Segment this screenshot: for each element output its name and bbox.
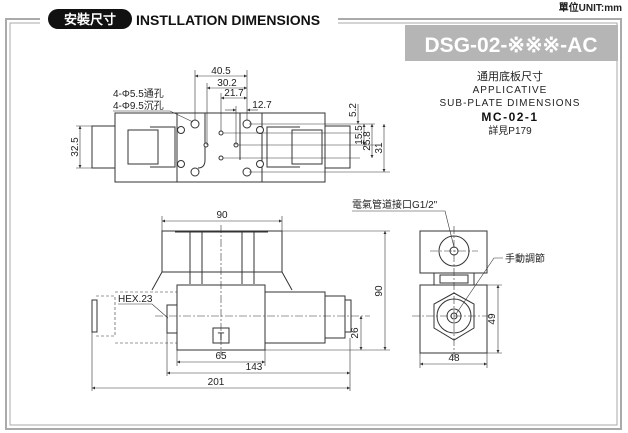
- subplate-title: 通用底板尺寸: [477, 69, 543, 83]
- dim-40-5: 40.5: [211, 66, 231, 77]
- dim-26: 26: [350, 327, 361, 339]
- dim-15-5: 15.5: [354, 125, 365, 145]
- header-title: INSTLLATION DIMENSIONS: [136, 12, 320, 28]
- dim-48: 48: [448, 353, 460, 364]
- model-title: DSG-02-※※※-AC: [425, 34, 598, 57]
- dim-32-5: 32.5: [70, 137, 81, 157]
- subplate-line2: SUB-PLATE DIMENSIONS: [440, 98, 581, 109]
- subplate-model: MC-02-1: [481, 110, 538, 124]
- hole-label-counterbore: 4-Φ9.5沉孔: [113, 99, 164, 112]
- dim-65: 65: [215, 351, 227, 362]
- top-view: 40.5 30.2 21.7 12.7 4-Φ5.5通孔 4-Φ9.5沉孔 5.…: [70, 66, 390, 183]
- unit-label: 單位UNIT:mm: [559, 1, 622, 14]
- front-view: T HEX.23 90 65 143 201 90 26: [91, 210, 390, 391]
- dim-143: 143: [246, 362, 263, 373]
- dim-front-height-90: 90: [374, 285, 385, 297]
- side-view: 電氣管道接口G1/2" 手動調節 48 49: [352, 198, 545, 368]
- dim-front-90: 90: [216, 210, 228, 221]
- dim-30-2: 30.2: [217, 78, 237, 89]
- dim-21-7: 21.7: [224, 88, 244, 99]
- frame: [5, 18, 622, 430]
- model-box: [405, 25, 618, 61]
- dim-5-2: 5.2: [348, 103, 359, 117]
- subplate-line1: APPLICATIVE: [473, 85, 548, 96]
- conduit-label: 電氣管道接口G1/2": [352, 198, 438, 211]
- hole-label-through: 4-Φ5.5通孔: [113, 88, 164, 100]
- subplate-ref: 詳見P179: [488, 124, 532, 137]
- header-badge: [48, 9, 132, 29]
- manual-override-label: 手動調節: [505, 252, 545, 265]
- dim-25-8: 25.8: [362, 131, 373, 151]
- dim-12-7: 12.7: [252, 100, 272, 111]
- subplate-info: 通用底板尺寸 APPLICATIVE SUB-PLATE DIMENSIONS …: [440, 69, 581, 137]
- hex-label: HEX.23: [118, 294, 153, 305]
- dim-49: 49: [487, 313, 498, 325]
- dim-201: 201: [208, 377, 225, 388]
- header-badge-text: 安裝尺寸: [64, 12, 116, 27]
- dim-31: 31: [374, 142, 385, 154]
